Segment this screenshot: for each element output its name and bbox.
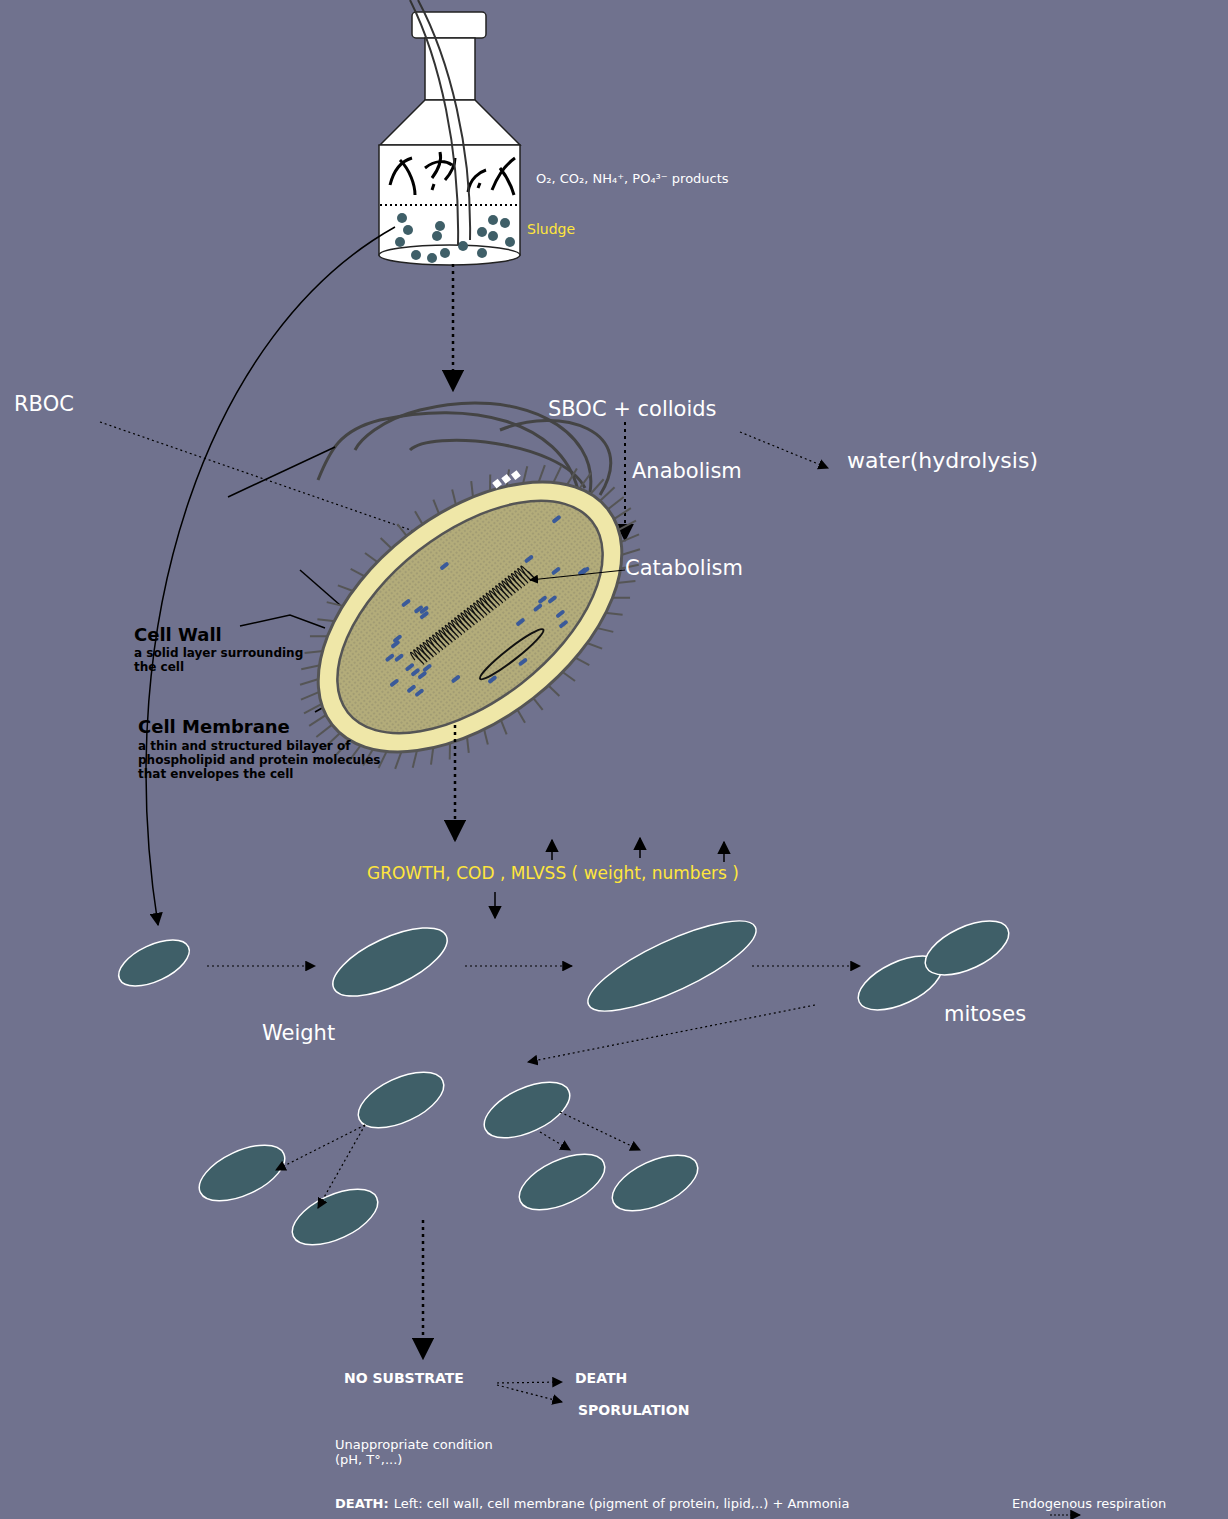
ribosome bbox=[392, 634, 402, 643]
ribosome bbox=[518, 657, 528, 666]
ribosome bbox=[385, 653, 395, 662]
ribosome bbox=[422, 663, 432, 672]
ribosome bbox=[533, 603, 543, 612]
outcome-label: SPORULATION bbox=[578, 1402, 689, 1418]
process-label: water(hydrolysis) bbox=[847, 448, 1038, 473]
ribosome bbox=[413, 605, 423, 614]
substrate-label: SBOC + colloids bbox=[548, 397, 717, 421]
ribosome bbox=[451, 674, 461, 683]
substrate-label: RBOC bbox=[14, 392, 74, 416]
growth-label: GROWTH, COD , MLVSS ( weight, numbers ) bbox=[367, 864, 739, 884]
ribosome bbox=[401, 598, 411, 607]
ribosome bbox=[524, 554, 534, 563]
part-name: Cell Wall bbox=[134, 625, 222, 646]
chromosome bbox=[410, 564, 535, 667]
note-label: Endogenous respiration bbox=[1012, 1497, 1166, 1512]
process-label: Anabolism bbox=[632, 459, 742, 483]
ribosome bbox=[389, 678, 399, 687]
ribosome bbox=[439, 561, 449, 570]
note-label: Left: cell wall, cell membrane (pigment … bbox=[394, 1497, 850, 1512]
ribosome bbox=[555, 609, 565, 618]
ribosome bbox=[405, 662, 415, 671]
process-label: Catabolism bbox=[625, 556, 743, 580]
outcome-label: DEATH bbox=[575, 1370, 627, 1386]
ribosome bbox=[558, 619, 568, 628]
part-description: a solid layer surrounding the cell bbox=[134, 647, 304, 675]
products-label: O₂, CO₂, NH₄⁺, PO₄³⁻ products bbox=[536, 172, 729, 187]
ribosome bbox=[551, 566, 561, 575]
ribosome bbox=[410, 668, 420, 677]
ribosome bbox=[394, 653, 404, 662]
part-description: a thin and structured bilayer of phospho… bbox=[138, 740, 403, 781]
ribosome bbox=[537, 595, 547, 604]
ribosome bbox=[406, 684, 416, 693]
ribosome bbox=[414, 688, 424, 697]
note-label: Unappropriate condition (pH, T°,...) bbox=[335, 1438, 520, 1468]
ribosome bbox=[515, 617, 525, 626]
note-label: DEATH: bbox=[335, 1497, 389, 1512]
stage-label: Weight bbox=[262, 1021, 335, 1045]
ribosome bbox=[547, 595, 557, 604]
part-name: Cell Membrane bbox=[138, 717, 290, 738]
condition-label: NO SUBSTRATE bbox=[344, 1370, 464, 1386]
sludge-label: Sludge bbox=[527, 221, 575, 237]
stage-label: mitoses bbox=[944, 1002, 1026, 1026]
ribosome bbox=[551, 515, 561, 524]
